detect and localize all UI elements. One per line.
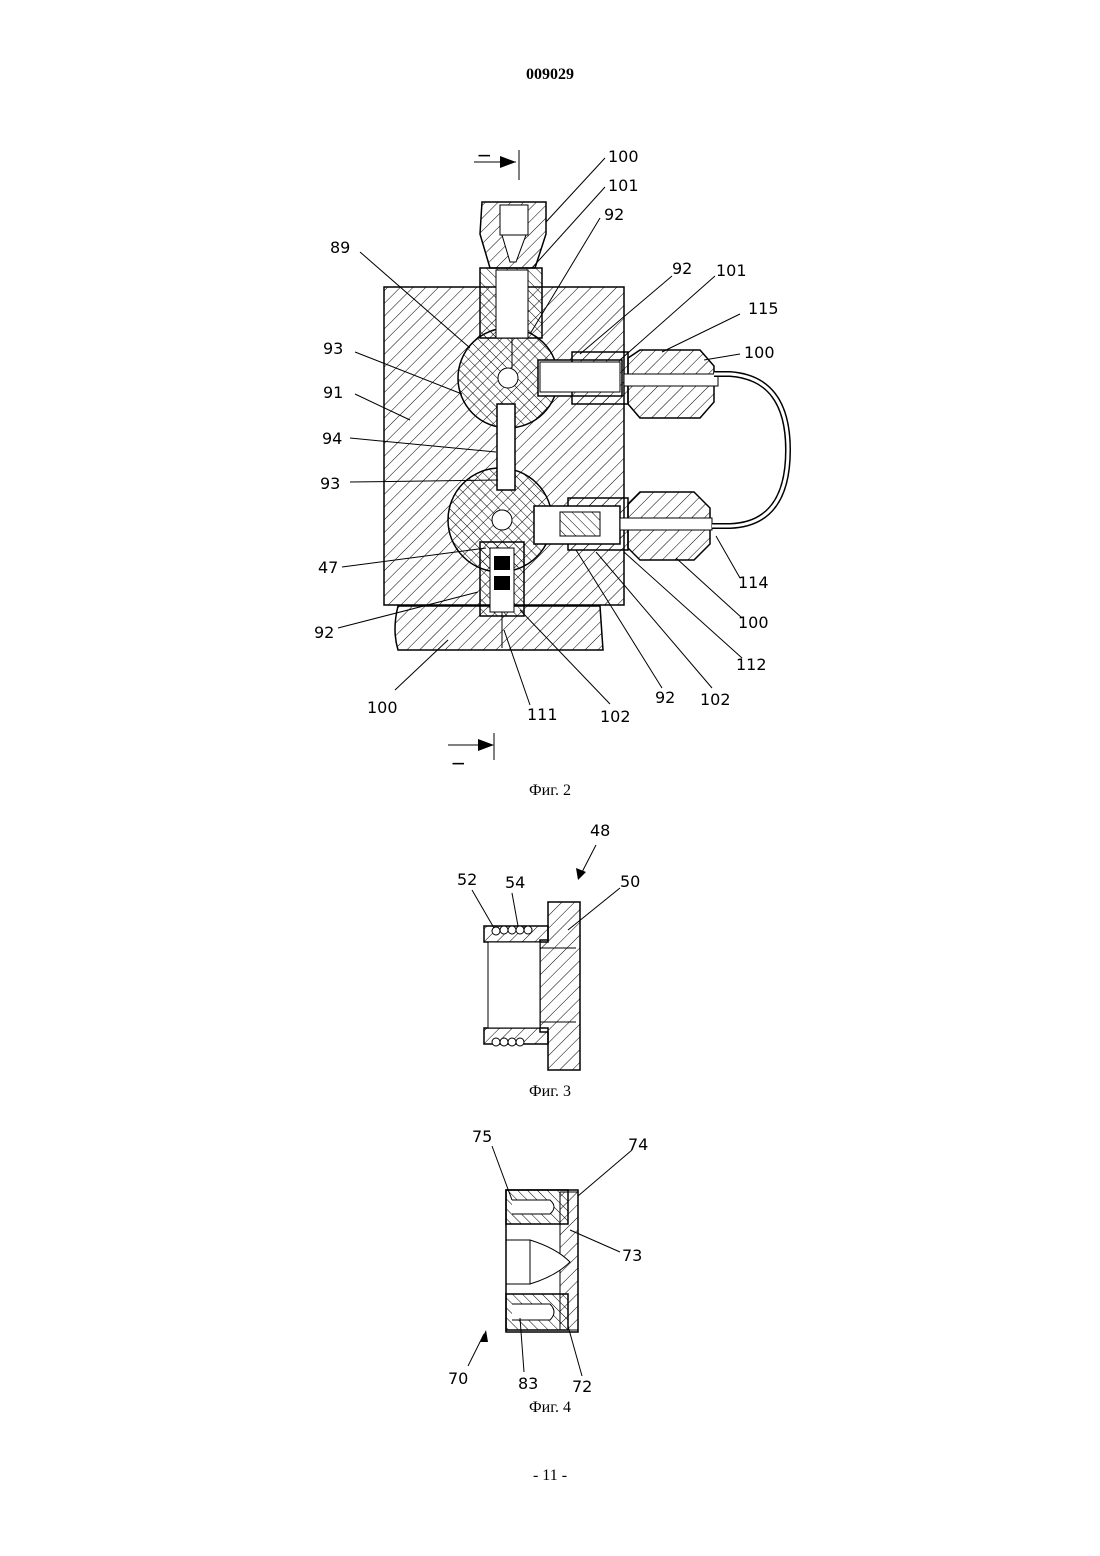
label-100-top: 100 [608,147,639,166]
label-93-lower: 93 [320,474,340,493]
section-mark-bottom: I [449,761,468,766]
label-93-upper: 93 [323,339,343,358]
figure-3-caption: Фиг. 3 [0,1083,1100,1101]
label-91: 91 [323,383,343,402]
label-92-right-upper: 92 [672,259,692,278]
label-52: 52 [457,870,477,889]
figure-4-drawing: 75 74 73 70 83 72 [0,1122,1100,1402]
label-102-right: 102 [700,690,731,709]
label-112: 112 [736,655,767,674]
section-mark-top: I [475,153,494,158]
figure-2-caption: Фиг. 2 [0,782,1100,800]
label-72: 72 [572,1377,592,1396]
figure-2-drawing: I I [0,130,1100,790]
label-102-bottom: 102 [600,707,631,726]
label-100-right-upper: 100 [744,343,775,362]
label-47: 47 [318,558,338,577]
spring-coil-top [492,926,532,935]
document-number: 009029 [0,66,1100,84]
label-92-bottom-right: 92 [655,688,675,707]
label-100-right-lower: 100 [738,613,769,632]
label-83: 83 [518,1374,538,1393]
figure-3-drawing: 48 52 54 50 [0,818,1100,1078]
label-75: 75 [472,1127,492,1146]
label-101-right: 101 [716,261,747,280]
label-92-top: 92 [604,205,624,224]
label-70: 70 [448,1369,468,1388]
label-92-left-lower: 92 [314,623,334,642]
connecting-pin [497,404,515,490]
label-48: 48 [590,821,610,840]
label-50: 50 [620,872,640,891]
label-114: 114 [738,573,769,592]
label-111: 111 [527,705,558,724]
label-89: 89 [330,238,350,257]
label-94: 94 [322,429,342,448]
label-54: 54 [505,873,525,892]
label-101-top: 101 [608,176,639,195]
figure-4-caption: Фиг. 4 [0,1399,1100,1417]
label-115: 115 [748,299,779,318]
label-100-bottom: 100 [367,698,398,717]
page-number: - 11 - [0,1467,1100,1485]
label-74: 74 [628,1135,648,1154]
label-73: 73 [622,1246,642,1265]
